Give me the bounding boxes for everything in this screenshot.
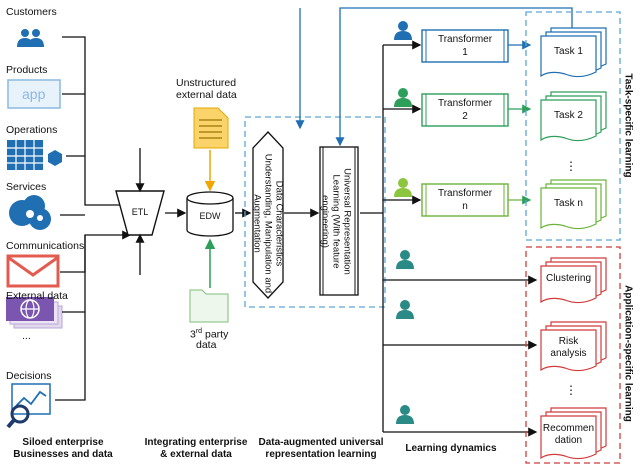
risk-label-2: analysis <box>550 348 587 359</box>
folder-icon <box>189 289 229 323</box>
person-icon-3 <box>394 178 412 197</box>
globe-icon <box>6 297 63 329</box>
application-specific-side-label: Application-specific learning <box>622 285 634 422</box>
task-specific-side-label: Task-specific learning <box>622 73 634 178</box>
clustering-stack <box>540 257 607 304</box>
representation-container <box>244 116 386 308</box>
caption-augmented-1: Data-augmented universal <box>258 437 384 448</box>
etl-node <box>115 190 165 236</box>
recommendation-label-1: Recommen <box>542 423 595 434</box>
decisions-label: Decisions <box>6 370 52 382</box>
transformer-2-line1: Transformer <box>437 98 493 109</box>
etl-label: ETL <box>131 207 149 217</box>
third-party-data-label: data <box>196 339 217 351</box>
task-n-label: Task n <box>554 198 583 209</box>
task-specific-container <box>525 11 621 241</box>
application-specific-container <box>525 246 621 464</box>
person-icon-1 <box>394 21 412 40</box>
document-icon <box>193 107 229 149</box>
transformer-2-line2: 2 <box>462 111 468 122</box>
risk-analysis-stack <box>540 321 607 372</box>
services-label: Services <box>6 181 47 193</box>
sources-ellipsis: ... <box>22 330 31 342</box>
unstructured-label-1: Unstructured <box>176 77 237 89</box>
customers-label: Customers <box>6 6 57 18</box>
universal-representation-text: Universal Representation Learning (With … <box>319 168 353 275</box>
person-icon-4 <box>396 250 414 269</box>
products-label: Products <box>6 64 48 76</box>
universal-representation-node <box>319 146 359 296</box>
clustering-label: Clustering <box>545 273 592 284</box>
task-stack-1 <box>540 27 607 78</box>
risk-label-1: Risk <box>558 336 579 347</box>
transformer-1-line1: Transformer <box>437 34 493 45</box>
operations-label: Operations <box>6 124 58 136</box>
app-label: app <box>22 86 46 102</box>
feedback-loop <box>295 7 573 147</box>
decisions-icon <box>6 383 51 429</box>
external-data-label: External data <box>6 290 68 302</box>
mail-icon <box>6 254 60 288</box>
transformer-box-1 <box>421 29 509 63</box>
person-icon-6 <box>396 405 414 424</box>
customers-icon <box>17 29 44 47</box>
unstructured-label-2: external data <box>176 89 237 101</box>
distribution-connectors <box>360 40 538 437</box>
transformer-1-line2: 1 <box>462 47 468 58</box>
services-icon <box>9 195 51 230</box>
task-stack-2 <box>540 91 607 142</box>
data-characteristics-text: Data Characteristics Understanding, Mani… <box>251 153 285 294</box>
task-1-label: Task 1 <box>554 46 583 57</box>
person-icon-5 <box>396 300 414 319</box>
recommendation-stack <box>540 407 607 460</box>
app-ellipsis: ⋮ <box>565 383 577 397</box>
transformer-box-2 <box>421 93 509 127</box>
transformer-box-n <box>421 183 509 217</box>
caption-learning-dynamics: Learning dynamics <box>405 443 497 454</box>
app-icon <box>7 79 61 109</box>
edw-database <box>186 191 234 237</box>
operations-icon <box>7 140 62 170</box>
source-connectors <box>55 36 132 401</box>
caption-integrating-1: Integrating enterprise <box>144 437 248 448</box>
transformer-n-line1: Transformer <box>437 188 493 199</box>
recommendation-label-2: dation <box>554 435 583 446</box>
caption-integrating-2: & external data <box>160 449 232 460</box>
task-stack-n <box>540 179 607 230</box>
person-icon-2 <box>394 88 412 107</box>
transformer-to-task-arrows <box>508 40 532 205</box>
task-ellipsis: ⋮ <box>565 159 577 173</box>
communications-label: Communications <box>6 240 85 252</box>
caption-siloed-2: Businesses and data <box>13 449 113 460</box>
data-characteristics-node <box>252 131 284 299</box>
edw-label: EDW <box>199 211 221 221</box>
caption-augmented-2: representation learning <box>265 449 377 460</box>
task-2-label: Task 2 <box>554 110 583 121</box>
caption-siloed-1: Siloed enterprise <box>22 437 104 448</box>
third-party-label: 3rd party <box>190 328 229 341</box>
transformer-n-line2: n <box>462 201 468 212</box>
